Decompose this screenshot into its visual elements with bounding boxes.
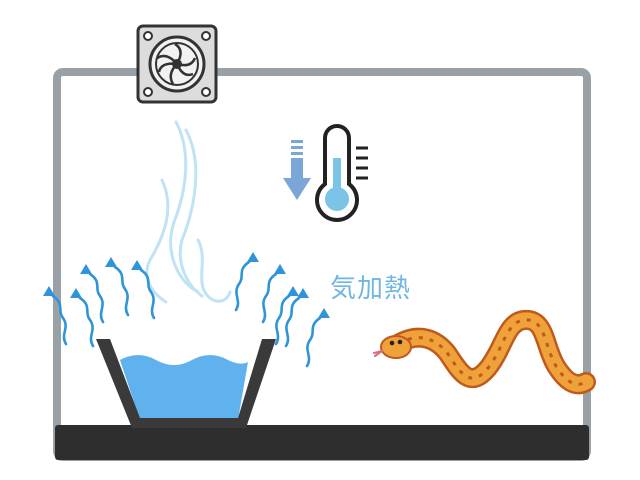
vapor-arrow (261, 264, 286, 324)
vapor-arrow (305, 308, 330, 368)
vapor-arrow (274, 286, 299, 346)
floor-substrate (55, 425, 589, 460)
vapor-arrow (43, 286, 68, 346)
vapor-arrows (43, 252, 330, 368)
vapor-arrow (105, 257, 130, 317)
vapor-arrow (234, 252, 259, 312)
down-arrow-icon (283, 140, 311, 200)
vapor-arrow (284, 288, 309, 348)
fan-icon (136, 24, 218, 104)
vapor-arrow (131, 260, 156, 320)
water-bowl (96, 339, 276, 428)
vapor-arrow (80, 264, 105, 324)
vapor-arrow (70, 288, 95, 348)
thermometer-icon (315, 124, 368, 222)
steam-wisps (145, 120, 232, 304)
heating-label: 気加熱 (330, 274, 412, 304)
